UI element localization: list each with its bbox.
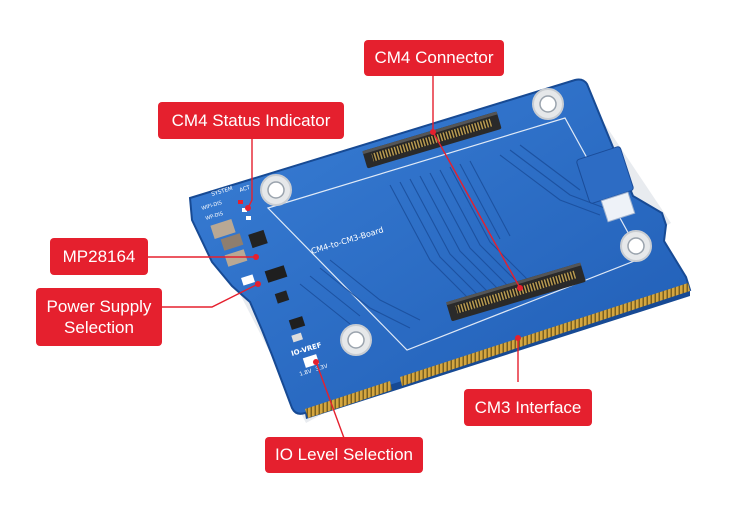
mounting-hole bbox=[532, 88, 564, 120]
leader-lines bbox=[148, 76, 521, 439]
cm4-connector-upper bbox=[362, 111, 502, 169]
mounting-hole bbox=[340, 324, 372, 356]
pcb-traces bbox=[299, 144, 611, 329]
mp28164-label: MP28164 bbox=[50, 238, 148, 275]
leader-dots bbox=[245, 129, 523, 365]
mounting-hole bbox=[260, 174, 292, 206]
voltage-33-label: 3.3V bbox=[315, 363, 329, 372]
mounting-hole bbox=[620, 230, 652, 262]
wifi-dis-label: WIFI-DIS bbox=[201, 200, 223, 212]
power-supply-selection-label: Power Supply Selection bbox=[36, 288, 162, 346]
cm4-connector-label: CM4 Connector bbox=[364, 40, 504, 76]
cm4-status-indicator-label: CM4 Status Indicator bbox=[158, 102, 344, 139]
mp28164-chip bbox=[248, 229, 268, 249]
voltage-18-label: 1.8V bbox=[299, 368, 313, 377]
act-label: ACT bbox=[239, 185, 252, 194]
wp-dis-label: WP-DIS bbox=[205, 211, 224, 222]
components-left bbox=[210, 200, 320, 368]
cm3-interface-label: CM3 Interface bbox=[464, 389, 592, 426]
pcb-board: CM4-to-CM3-Board SYSTEM ACT WIFI-DIS WP-… bbox=[188, 78, 692, 423]
status-led bbox=[238, 200, 243, 204]
io-level-selection-label: IO Level Selection bbox=[265, 437, 423, 473]
cm4-connector-lower bbox=[446, 262, 586, 321]
gold-fingers bbox=[305, 283, 690, 418]
